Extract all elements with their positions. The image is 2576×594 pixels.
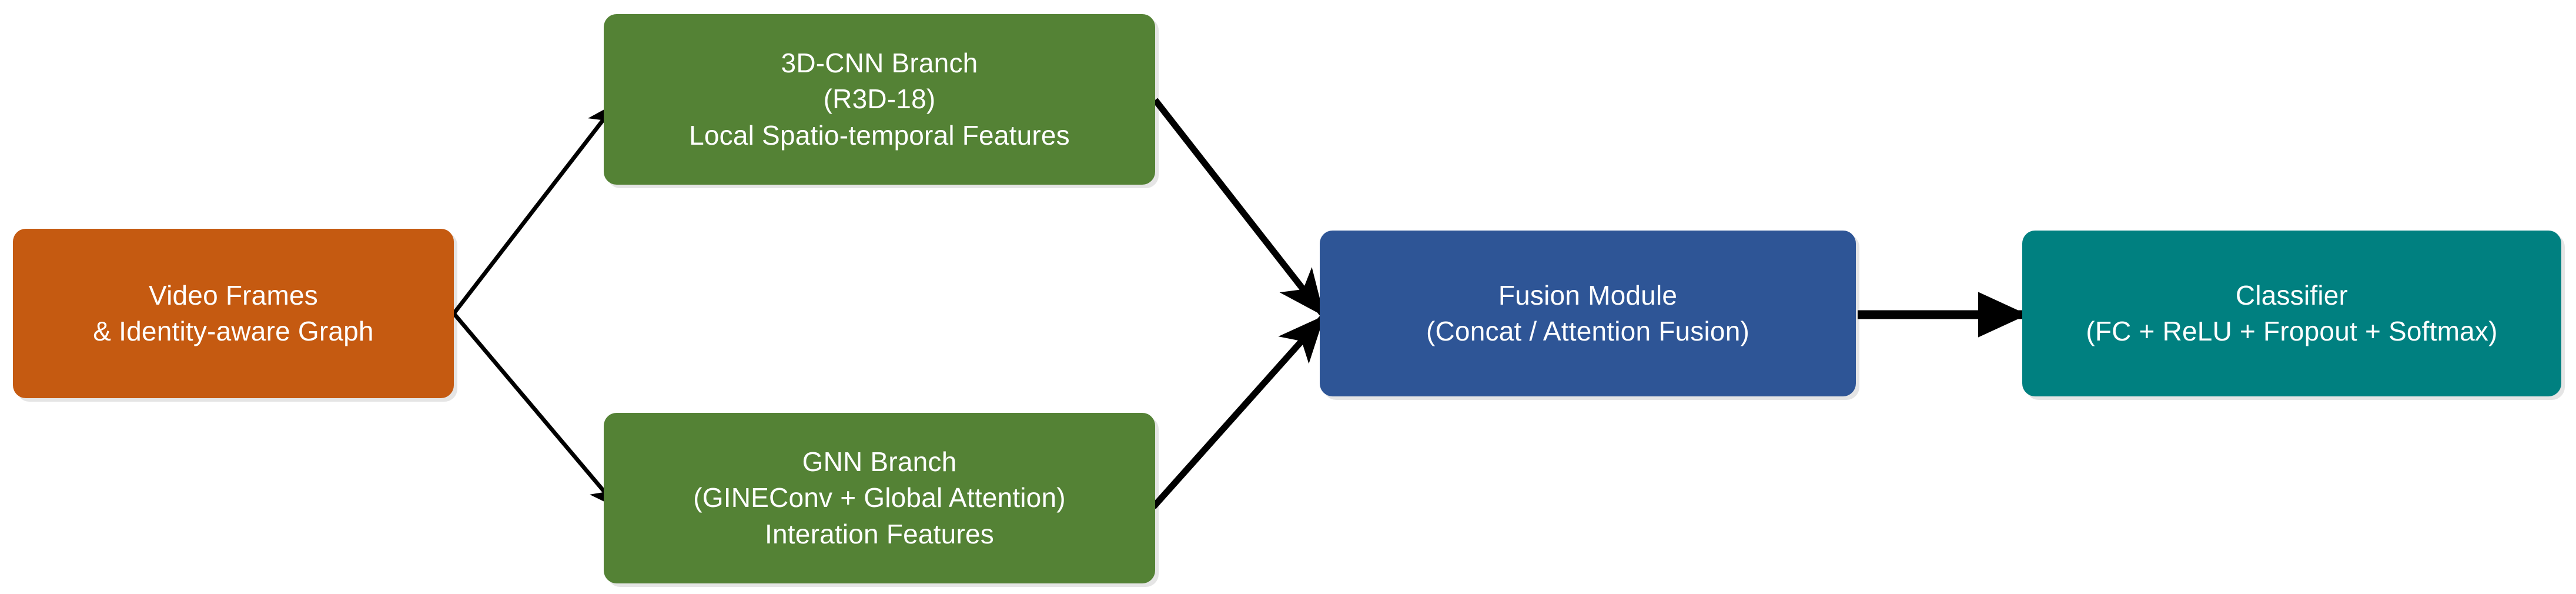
node-classifier-line-1: Classifier bbox=[2235, 279, 2348, 311]
node-input-line-1: Video Frames bbox=[149, 279, 318, 311]
node-fusion-line-2: (Concat / Attention Fusion) bbox=[1426, 316, 1749, 346]
node-gnn-line-2: (GINEConv + Global Attention) bbox=[693, 482, 1066, 513]
edge-gnn-to-fusion bbox=[1150, 315, 1325, 509]
edge-input-to-cnn bbox=[452, 102, 617, 315]
node-gnn-line-1: GNN Branch bbox=[802, 446, 957, 478]
node-fusion-module[interactable]: Fusion Module (Concat / Attention Fusion… bbox=[1320, 231, 1856, 396]
node-input-line-2: & Identity-aware Graph bbox=[93, 316, 374, 346]
node-cnn-line-1: 3D-CNN Branch bbox=[781, 48, 978, 79]
node-cnn-line-3: Local Spatio-temporal Features bbox=[689, 119, 1070, 151]
edge-cnn-to-fusion bbox=[1152, 98, 1325, 316]
node-video-frames-and-graph[interactable]: Video Frames & Identity-aware Graph bbox=[13, 229, 454, 398]
node-cnn-line-2: (R3D-18) bbox=[823, 84, 936, 115]
edge-input-to-gnn bbox=[452, 312, 619, 509]
node-classifier[interactable]: Classifier (FC + ReLU + Fropout + Softma… bbox=[2022, 231, 2561, 396]
node-gnn-line-3: Interation Features bbox=[765, 518, 994, 549]
node-classifier-line-2: (FC + ReLU + Fropout + Softmax) bbox=[2086, 316, 2498, 346]
node-3d-cnn-branch[interactable]: 3D-CNN Branch (R3D-18) Local Spatio-temp… bbox=[604, 14, 1155, 185]
node-gnn-branch[interactable]: GNN Branch (GINEConv + Global Attention)… bbox=[604, 413, 1155, 583]
node-fusion-line-1: Fusion Module bbox=[1498, 279, 1678, 311]
